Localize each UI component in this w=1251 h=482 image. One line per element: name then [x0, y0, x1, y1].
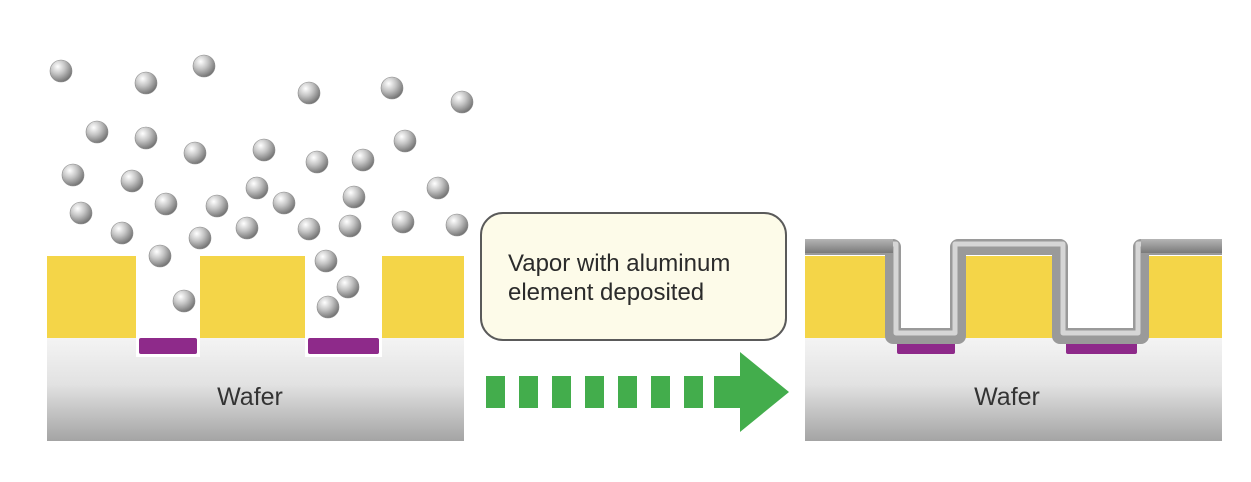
right-panel: Wafer: [805, 239, 1222, 441]
vapor-particle: [49, 59, 73, 83]
vapor-particle: [380, 76, 404, 100]
vapor-particle: [245, 176, 269, 200]
right-insulator-block-3: [1140, 256, 1222, 338]
callout: Vapor with aluminum element deposited: [480, 212, 787, 341]
vapor-particle: [192, 54, 216, 78]
vapor-particle: [154, 192, 178, 216]
vapor-particle: [61, 163, 85, 187]
vapor-particle: [305, 150, 329, 174]
vapor-particle: [297, 81, 321, 105]
vapor-particle: [85, 120, 109, 144]
vapor-particle: [391, 210, 415, 234]
vapor-particle: [110, 221, 134, 245]
right-wafer-label: Wafer: [974, 383, 1040, 411]
vapor-particle: [342, 185, 366, 209]
dashed-right-arrow-icon: [486, 352, 789, 432]
arrow-dash-5: [618, 376, 637, 408]
callout-line-1: Vapor with aluminum: [508, 250, 730, 277]
left-panel: Wafer: [47, 54, 474, 441]
arrow-dash-2: [519, 376, 538, 408]
left-contact-1-fill: [139, 338, 197, 354]
left-wafer: [47, 338, 464, 441]
callout-box: [480, 212, 787, 341]
arrow-dash-1: [486, 376, 505, 408]
vapor-particle: [134, 126, 158, 150]
arrow-dash-4: [585, 376, 604, 408]
left-insulator-block-1: [47, 256, 136, 338]
left-wafer-label: Wafer: [217, 383, 283, 411]
left-contact-2-fill: [308, 338, 379, 354]
aluminum-film-top-left: [805, 239, 893, 253]
vapor-particle: [183, 141, 207, 165]
arrow-dash-3: [552, 376, 571, 408]
arrow-dash-6: [651, 376, 670, 408]
vapor-particle: [148, 244, 172, 268]
aluminum-film-layer: [805, 239, 1222, 344]
vapor-particle: [338, 214, 362, 238]
aluminum-vapor-particle-icon: [49, 54, 474, 319]
vapor-particle: [450, 90, 474, 114]
vapor-particle: [272, 191, 296, 215]
right-insulator-block-1: [805, 256, 894, 338]
aluminum-film-highlight: [805, 241, 1222, 336]
vapor-particle: [351, 148, 375, 172]
vapor-particle: [172, 289, 196, 313]
vapor-particle: [393, 129, 417, 153]
vapor-particle: [188, 226, 212, 250]
left-insulator-block-3: [382, 256, 464, 338]
vapor-particle: [235, 216, 259, 240]
right-wafer: [805, 338, 1222, 441]
right-insulator-block-2: [958, 256, 1063, 338]
vapor-particle: [252, 138, 276, 162]
vapor-particle: [134, 71, 158, 95]
left-insulator-block-2: [200, 256, 305, 338]
vapor-particle: [205, 194, 229, 218]
arrow-head: [714, 352, 789, 432]
callout-line-2: element deposited: [508, 279, 704, 306]
vapor-particle: [120, 169, 144, 193]
vapor-particle: [314, 249, 338, 273]
vapor-particle: [336, 275, 360, 299]
vapor-particle: [316, 295, 340, 319]
vapor-particle: [297, 217, 321, 241]
vapor-particle: [69, 201, 93, 225]
arrow-dash-7: [684, 376, 703, 408]
aluminum-film-top-right: [1141, 239, 1222, 253]
vapor-particle: [445, 213, 469, 237]
vapor-particle: [426, 176, 450, 200]
